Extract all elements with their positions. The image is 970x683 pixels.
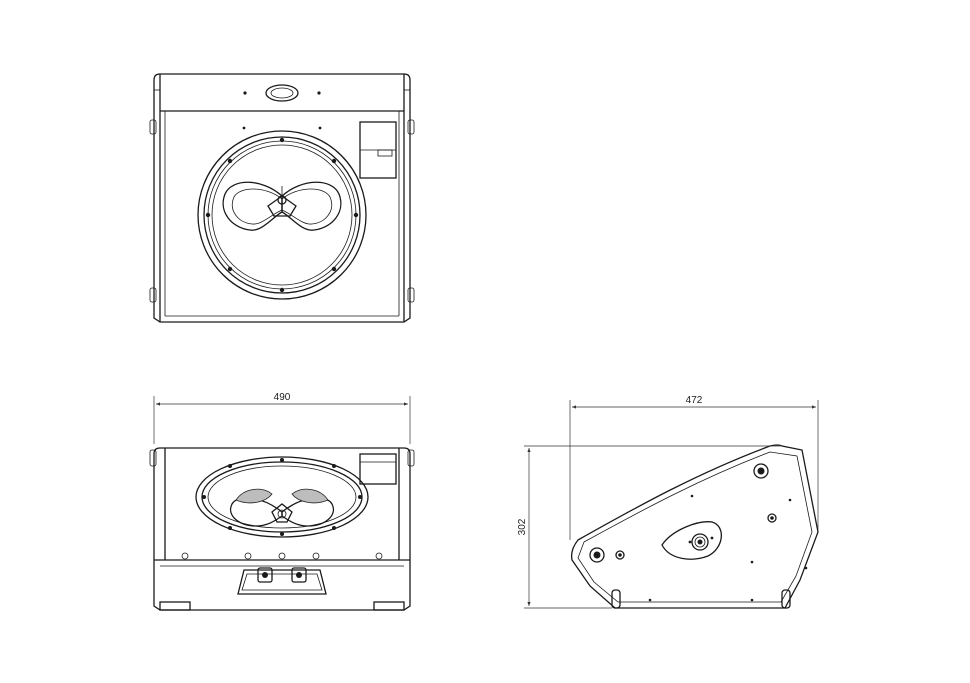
bottom-view xyxy=(149,447,415,611)
width-label: 490 xyxy=(274,392,291,403)
depth-dimension: 472 xyxy=(569,395,819,540)
height-dimension: 302 xyxy=(517,445,780,609)
height-label: 302 xyxy=(517,518,528,535)
front-view xyxy=(149,73,415,323)
side-view xyxy=(570,444,819,609)
depth-label: 472 xyxy=(686,395,703,406)
width-dimension: 490 xyxy=(153,392,411,444)
